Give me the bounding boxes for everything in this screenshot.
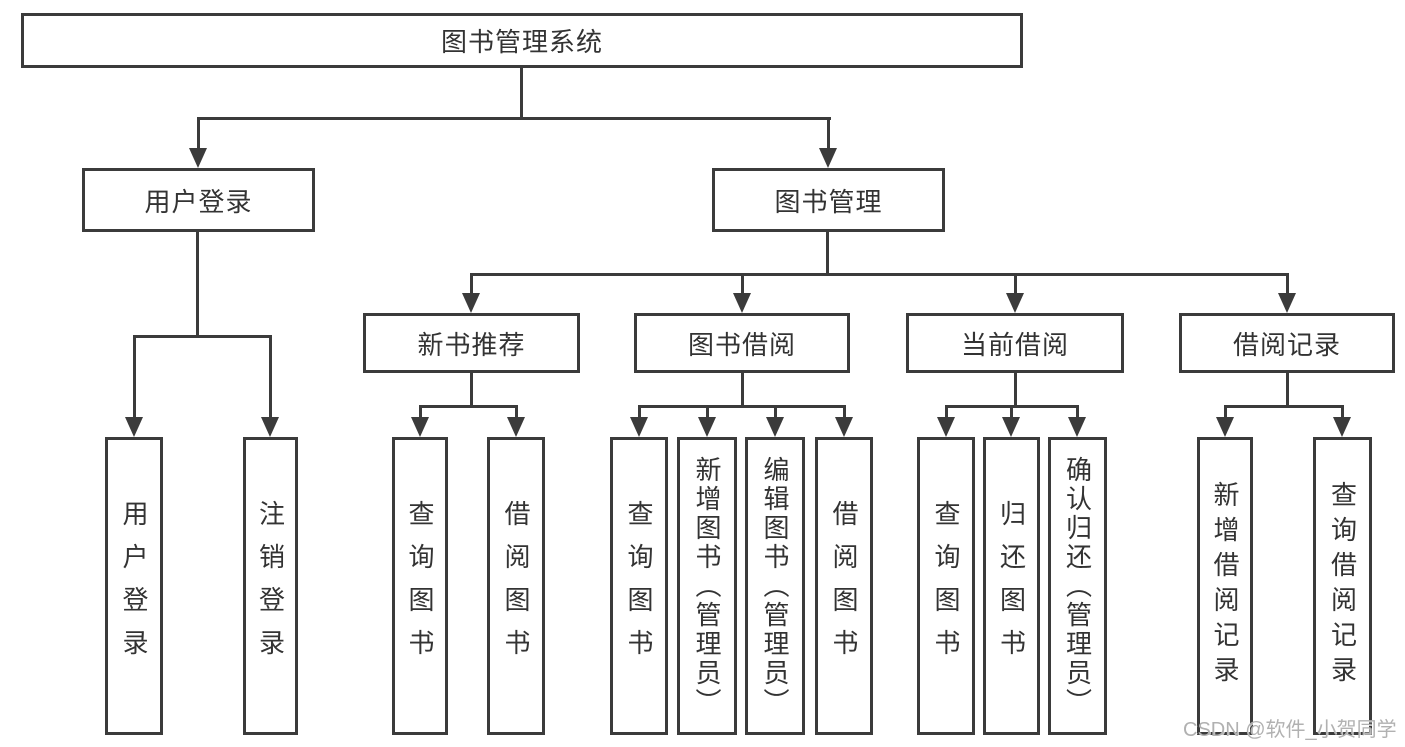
connector-arrowhead [1216,417,1234,437]
node-leaf-query-borrow-record: 查询借阅记录 [1313,437,1372,735]
connector-arrowhead [261,417,279,437]
connector-arrowhead [125,417,143,437]
connector-line [1286,373,1289,408]
connector-arrowhead [1068,417,1086,437]
connector-line [1076,405,1079,420]
connector-line [945,405,948,420]
connector-line [470,273,1289,276]
connector-arrowhead [937,417,955,437]
connector-line [269,335,272,420]
node-leaf-edit-book-admin: 编辑图书（管理员） [745,437,805,735]
node-label: 借阅记录 [1232,329,1341,360]
connector-arrowhead [462,293,480,313]
node-label: 用户登录 [119,500,149,672]
node-label: 确认归还（管理员） [1062,455,1093,717]
node-leaf-borrow-books-recommend: 借阅图书 [487,437,545,735]
connector-line [639,405,845,408]
connector-arrowhead [630,417,648,437]
connector-arrowhead [411,417,429,437]
node-new-book-recommend: 新书推荐 [363,313,580,373]
connector-line [1010,405,1013,420]
connector-line [470,273,473,296]
node-label: 注销登录 [255,500,286,672]
node-label: 归还图书 [996,500,1027,672]
node-label: 图书借阅 [687,329,796,360]
node-leaf-borrow-books: 借阅图书 [815,437,873,735]
node-label: 新书推荐 [417,329,526,360]
connector-line [520,68,523,120]
connector-line [827,117,830,150]
node-leaf-query-books-recommend: 查询图书 [392,437,448,735]
connector-arrowhead [835,417,853,437]
node-borrow-records: 借阅记录 [1179,313,1395,373]
node-user-login: 用户登录 [82,168,315,232]
node-book-borrow: 图书借阅 [634,313,850,373]
watermark: CSDN @软件_小贺同学 [1183,719,1397,741]
node-leaf-add-borrow-record: 新增借阅记录 [1197,437,1253,735]
node-label: 借阅图书 [501,500,531,672]
connector-line [741,273,744,296]
node-label: 新增借阅记录 [1210,481,1240,691]
connector-arrowhead [189,148,207,168]
connector-arrowhead [766,417,784,437]
connector-line [470,373,473,408]
connector-line [1225,405,1343,408]
node-leaf-query-books-current: 查询图书 [917,437,975,735]
connector-arrowhead [1002,417,1020,437]
connector-line [638,405,641,420]
connector-arrowhead [1333,417,1351,437]
node-label: 当前借阅 [960,329,1069,360]
node-leaf-return-books: 归还图书 [983,437,1040,735]
node-label: 编辑图书（管理员） [760,455,790,717]
node-label: 查询图书 [931,500,961,672]
connector-line [420,405,517,408]
connector-line [196,232,199,338]
node-leaf-query-books-borrow: 查询图书 [610,437,668,735]
connector-line [419,405,422,420]
connector-arrowhead [507,417,525,437]
node-label: 用户登录 [144,186,253,217]
connector-line [1014,373,1017,408]
node-label: 图书管理系统 [440,27,603,57]
connector-line [197,117,200,150]
connector-line [774,405,777,420]
node-root: 图书管理系统 [21,13,1023,68]
node-leaf-confirm-return-admin: 确认归还（管理员） [1048,437,1107,735]
connector-arrowhead [698,417,716,437]
node-label: 查询图书 [624,500,654,672]
connector-line [133,335,136,420]
node-leaf-user-login: 用户登录 [105,437,163,735]
node-leaf-add-book-admin: 新增图书（管理员） [677,437,737,735]
connector-line [741,373,744,408]
connector-arrowhead [1006,293,1024,313]
node-label: 查询借阅记录 [1327,481,1358,691]
node-label: 图书管理 [774,186,883,217]
connector-line [1341,405,1344,420]
node-label: 新增图书（管理员） [692,455,722,717]
node-current-borrow: 当前借阅 [906,313,1124,373]
connector-arrowhead [733,293,751,313]
connector-line [706,405,709,420]
connector-line [843,405,846,420]
connector-line [515,405,518,420]
connector-line [133,335,272,338]
connector-line [197,117,831,120]
node-label: 借阅图书 [829,500,859,672]
node-label: 查询图书 [405,500,435,672]
node-book-management: 图书管理 [712,168,945,232]
node-leaf-logout: 注销登录 [243,437,298,735]
connector-arrowhead [1278,293,1296,313]
connector-line [1014,273,1017,296]
connector-line [1224,405,1227,420]
connector-line [1286,273,1289,296]
connector-arrowhead [819,148,837,168]
connector-line [826,232,829,276]
